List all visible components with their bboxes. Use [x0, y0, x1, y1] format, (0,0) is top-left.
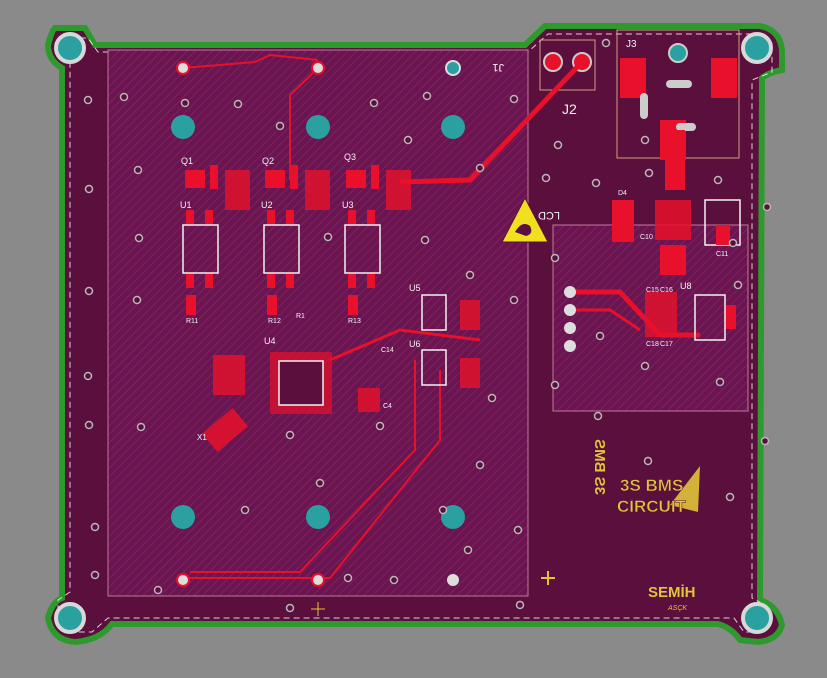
j2-pin-1 — [543, 52, 563, 72]
mount-hole-br — [741, 602, 773, 634]
crosshair-mark-2 — [311, 602, 325, 616]
module-hole-5 — [306, 505, 330, 529]
ref-c11: C11 — [716, 251, 728, 258]
ref-r12: R12 — [268, 318, 281, 325]
mount-hole-tr — [741, 32, 773, 64]
trace-left-route — [289, 67, 319, 180]
board-title-logo: 3S BMS CIRCUIT — [617, 466, 700, 516]
caps-below-mcu — [358, 388, 380, 412]
ref-c16: C16 — [660, 287, 673, 294]
trace-top — [182, 53, 319, 69]
j3-slot-2 — [640, 93, 648, 119]
board-title-line1: 3S BMS — [620, 476, 683, 495]
ref-j2: J2 — [562, 101, 577, 117]
q3-group[interactable] — [344, 165, 411, 315]
board-title-mirrored: 3S BMS — [591, 439, 608, 495]
pin-pad-2 — [311, 61, 325, 75]
c15-c18-group — [645, 292, 677, 337]
j2-connector[interactable] — [539, 39, 596, 91]
lcd-pin-3 — [564, 322, 576, 334]
ref-u4: U4 — [264, 336, 276, 346]
ref-c4: C4 — [383, 403, 392, 410]
u5-chip[interactable] — [421, 294, 480, 331]
pin-pad-5 — [311, 573, 325, 587]
ref-u2: U2 — [261, 200, 273, 210]
j3-regulator-area — [665, 130, 685, 190]
ref-lcd: LCD — [538, 209, 560, 221]
ref-c17: C17 — [660, 341, 673, 348]
d4-diode[interactable] — [612, 200, 634, 242]
c11-pad — [716, 225, 730, 245]
ref-r13: R13 — [348, 318, 361, 325]
ref-c15: C15 — [646, 287, 659, 294]
trace-lcd-bus-2 — [570, 308, 641, 332]
ref-c18: C18 — [646, 341, 659, 348]
ref-q2: Q2 — [262, 156, 274, 166]
c10-cap[interactable] — [655, 200, 691, 240]
mount-hole-tl — [54, 32, 86, 64]
ref-j3: J3 — [626, 39, 637, 50]
ref-c10: C10 — [640, 234, 653, 241]
ref-r11: R11 — [186, 318, 198, 325]
ref-q3: Q3 — [344, 152, 356, 162]
designer-logo-sub: ASÇK — [667, 605, 687, 612]
module-hole-3 — [441, 115, 465, 139]
trace-long-diag — [183, 370, 441, 579]
designer-logo: SEMİH — [648, 584, 696, 601]
ref-x1: X1 — [197, 433, 207, 442]
ref-u1: U1 — [180, 200, 192, 210]
ref-q1: Q1 — [181, 156, 193, 166]
pin-pad-1 — [176, 61, 190, 75]
module-hole-2 — [306, 115, 330, 139]
u4-mcu[interactable] — [270, 352, 332, 414]
pin-pad-4 — [176, 573, 190, 587]
via-field — [83, 38, 772, 613]
mount-hole-bl — [54, 602, 86, 634]
trace-j2-to-q3 — [399, 60, 584, 185]
ref-u6: U6 — [409, 339, 421, 349]
u8-chip[interactable] — [694, 294, 726, 341]
q1-group[interactable] — [182, 165, 250, 315]
j3-hole — [668, 43, 688, 63]
ref-j1: J1 — [492, 61, 504, 73]
pin-pad-6 — [447, 574, 459, 586]
q2-group[interactable] — [263, 165, 330, 315]
trace-long-diag-2 — [190, 360, 416, 573]
caps-left-mcu — [213, 355, 245, 395]
pin-pad-3 — [445, 60, 461, 76]
j3-pad-left — [620, 58, 646, 98]
ref-r1: R1 — [296, 313, 305, 320]
ref-u8: U8 — [680, 281, 692, 291]
trace-lcd-bus — [570, 289, 700, 338]
ref-u5: U5 — [409, 283, 421, 293]
board-title-line2: CIRCUIT — [617, 497, 687, 516]
ref-c14: C14 — [381, 347, 394, 354]
module-hole-1 — [171, 115, 195, 139]
esd-warning-icon — [501, 196, 549, 243]
j3-slot-3 — [676, 123, 696, 131]
lcd-pin-2 — [564, 304, 576, 316]
j3-slot-1 — [666, 80, 692, 88]
l1-inductor[interactable] — [660, 245, 686, 275]
u8-pad — [726, 305, 736, 329]
lcd-pin-1 — [564, 286, 576, 298]
ref-u3: U3 — [342, 200, 354, 210]
j3-pad-right — [711, 58, 737, 98]
x1-crystal[interactable] — [201, 407, 249, 453]
lcd-pin-4 — [564, 340, 576, 352]
trace-mid — [329, 328, 481, 362]
ref-d4: D4 — [618, 190, 627, 197]
module-hole-4 — [171, 505, 195, 529]
crosshair-mark-1 — [541, 571, 555, 585]
u6-chip[interactable] — [421, 349, 480, 388]
